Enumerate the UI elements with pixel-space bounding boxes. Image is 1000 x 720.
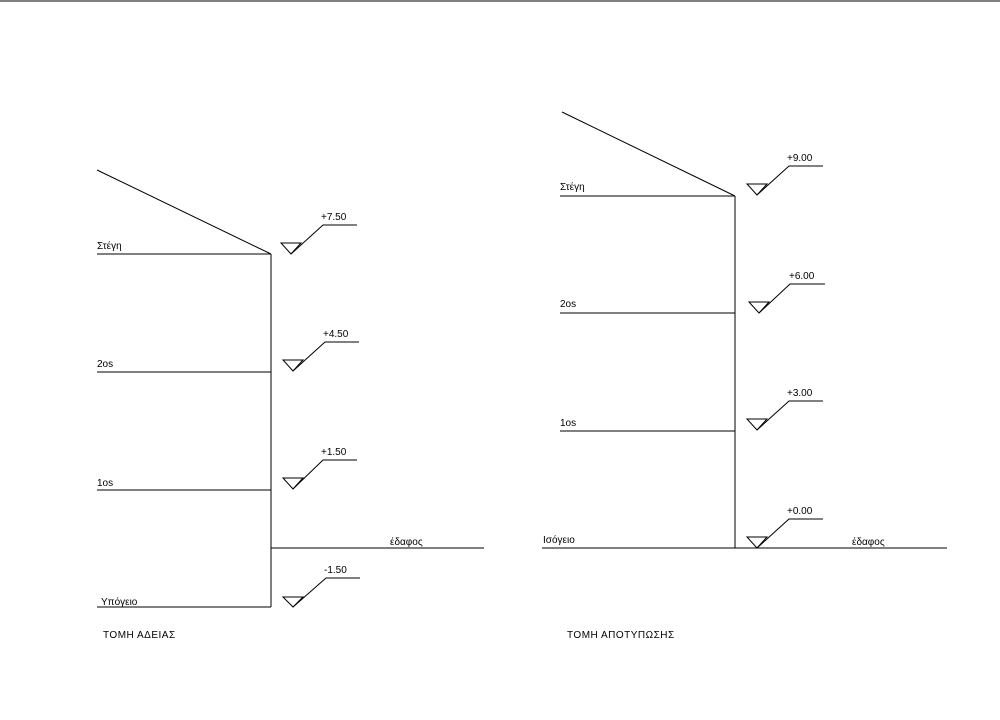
- section-caption: ΤΟΜΗ ΑΠΟΤΥΠΩΣΗΣ: [567, 630, 675, 641]
- elevation-value: +7.50: [321, 212, 347, 223]
- elevation-marker: +4.50: [281, 329, 359, 372]
- elevation-value: +4.50: [323, 329, 349, 340]
- elevation-marker: +9.00: [745, 153, 823, 196]
- elevation-value: -1.50: [324, 565, 347, 576]
- floor-label-roof: Στέγη: [97, 240, 122, 252]
- elevation-value: +9.00: [787, 153, 813, 164]
- floor-label-basement: Υπόγειο: [101, 596, 138, 608]
- roof-slope: [561, 111, 736, 197]
- ground-label: έδαφος: [852, 536, 885, 548]
- elevation-value: +0.00: [787, 506, 813, 517]
- floor-label-1: 1os: [560, 418, 576, 429]
- floor-label-2: 2os: [560, 299, 576, 310]
- section-permit: Στέγη 2os 1os Υπόγειο έδαφος +7.50 +4.50…: [96, 169, 484, 641]
- elevation-marker: +6.00: [747, 271, 825, 314]
- roof-slope: [96, 169, 272, 255]
- elevation-value: +1.50: [321, 447, 347, 458]
- floor-label-roof: Στέγη: [560, 181, 585, 193]
- elevation-marker: +3.00: [745, 388, 823, 431]
- elevation-value: +6.00: [789, 271, 815, 282]
- elevation-marker: -1.50: [281, 565, 360, 608]
- floor-label-2: 2os: [97, 359, 113, 370]
- ground-label: έδαφος: [390, 536, 423, 548]
- floor-label-ground: Ισόγειο: [543, 534, 575, 546]
- elevation-marker: +0.00: [745, 506, 823, 549]
- elevation-value: +3.00: [787, 388, 813, 399]
- floor-label-1: 1os: [97, 478, 113, 489]
- elevation-marker: +7.50: [279, 212, 357, 255]
- elevation-marker: +1.50: [281, 447, 357, 490]
- section-caption: ΤΟΜΗ ΑΔΕΙΑΣ: [103, 630, 176, 641]
- section-survey: Στέγη 2os 1os Ισόγειο έδαφος +9.00 +6.00…: [542, 111, 947, 641]
